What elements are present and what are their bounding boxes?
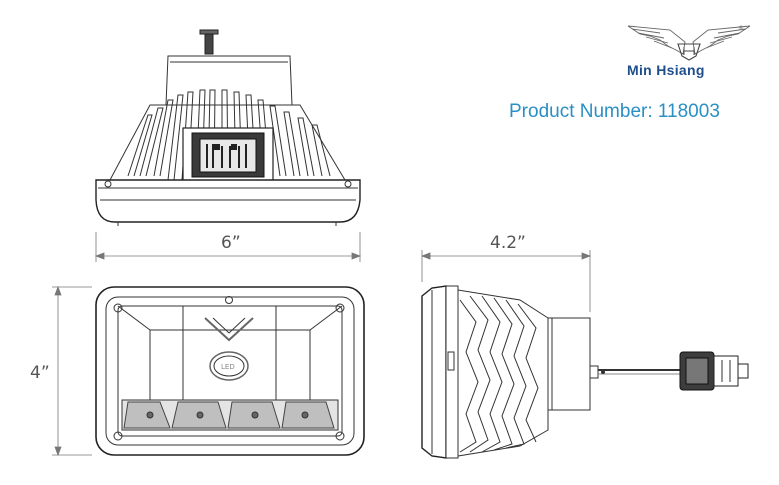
brand-logo: ® Min Hsiang xyxy=(627,25,751,78)
side-view xyxy=(421,285,749,459)
rear-view xyxy=(95,29,361,226)
led-badge-text: LED xyxy=(221,363,235,371)
winged-emblem-icon xyxy=(627,25,751,61)
width-dimension xyxy=(94,232,362,262)
height-dimension xyxy=(52,285,92,457)
depth-label: 4.2” xyxy=(490,233,526,253)
registered-mark: ® xyxy=(738,25,744,32)
led-modules xyxy=(123,401,335,429)
brand-name: Min Hsiang xyxy=(627,62,705,78)
side-fins xyxy=(459,295,539,453)
product-number: Product Number: 118003 xyxy=(509,101,720,122)
width-label: 6” xyxy=(221,233,241,253)
height-label: 4” xyxy=(30,363,50,383)
depth-dimension xyxy=(420,250,592,312)
front-view xyxy=(95,286,365,456)
